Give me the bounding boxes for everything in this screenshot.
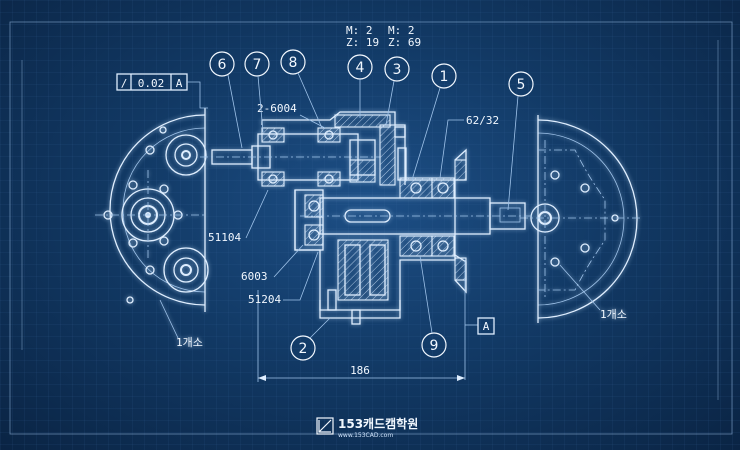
label-2-6004: 2-6004 xyxy=(257,102,297,115)
left-gear-module: M: 2 xyxy=(346,24,373,37)
svg-text:7: 7 xyxy=(253,57,262,73)
logo-url: www.153CAD.com xyxy=(338,432,393,439)
svg-text:9: 9 xyxy=(430,338,439,354)
dimension-186: 186 xyxy=(350,364,370,377)
balloon-4: 4 xyxy=(347,54,373,118)
right-gear-module: M: 2 xyxy=(388,24,415,37)
balloon-3: 3 xyxy=(384,56,410,126)
left-view-note: 1개소 xyxy=(176,336,203,349)
right-view-note: 1개소 xyxy=(600,308,627,321)
tolerance-value: 0.02 xyxy=(138,77,165,90)
academy-logo: 153캐드캠학원 www.153CAD.com xyxy=(316,416,418,439)
left-gear-teeth: Z: 19 xyxy=(346,36,379,49)
balloon-9: 9 xyxy=(419,255,447,358)
tolerance-frame: / 0.02 A xyxy=(116,73,208,109)
datum-box xyxy=(477,317,495,335)
balloon-7: 7 xyxy=(244,51,270,133)
label-62-32: 62/32 xyxy=(466,114,499,127)
runout-symbol: / xyxy=(121,77,128,90)
part-balloons: 6 7 8 4 3 1 5 xyxy=(209,49,534,361)
svg-text:8: 8 xyxy=(289,55,298,71)
balloon-1: 1 xyxy=(411,63,457,181)
svg-text:2: 2 xyxy=(299,341,308,357)
left-end-view: 1개소 xyxy=(95,108,209,349)
datum-label: A xyxy=(483,320,490,333)
label-51204: 51204 xyxy=(248,293,281,306)
large-gear xyxy=(337,239,389,301)
balloon-2: 2 xyxy=(290,317,331,361)
svg-text:1: 1 xyxy=(440,69,449,85)
svg-text:6: 6 xyxy=(218,57,227,73)
section-view xyxy=(200,111,535,325)
svg-text:3: 3 xyxy=(393,62,402,78)
balloon-8: 8 xyxy=(280,49,323,129)
svg-text:4: 4 xyxy=(356,60,365,76)
right-end-view: 1개소 xyxy=(520,115,640,323)
balloon-6: 6 xyxy=(209,51,243,149)
label-6003: 6003 xyxy=(241,270,268,283)
label-51104: 51104 xyxy=(208,231,241,244)
logo-name: 153캐드캠학원 xyxy=(338,416,418,431)
svg-text:5: 5 xyxy=(517,77,526,93)
right-gear-teeth: Z: 69 xyxy=(388,36,421,49)
input-shaft xyxy=(257,133,359,181)
drawing-border xyxy=(9,21,733,435)
tolerance-datum: A xyxy=(176,77,183,90)
balloon-5: 5 xyxy=(507,71,534,211)
